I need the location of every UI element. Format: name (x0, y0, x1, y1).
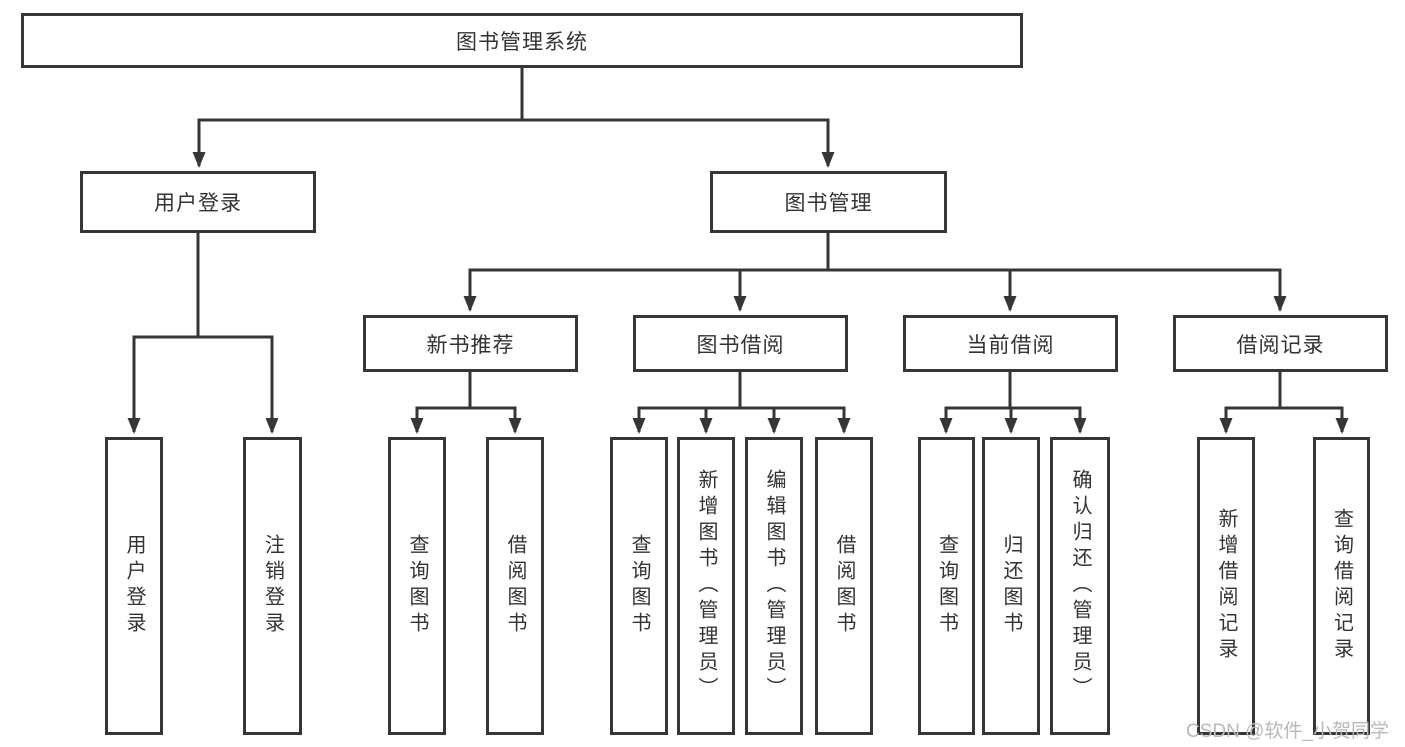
node-book-borrowing: 图书借阅 (633, 315, 848, 372)
node-book-management: 图书管理 (710, 171, 947, 233)
leaf-borrow-edit-books-admin: 编辑图书（管理员） (745, 437, 803, 735)
node-library-management-system: 图书管理系统 (21, 13, 1023, 68)
leaf-logout: 注销登录 (243, 437, 302, 735)
leaf-borrow-query-books: 查询图书 (610, 437, 668, 735)
leaf-current-confirm-return-admin: 确认归还（管理员） (1050, 437, 1110, 735)
leaf-current-return-books: 归还图书 (982, 437, 1040, 735)
leaf-user-login: 用户登录 (105, 437, 163, 735)
node-new-book-recommend: 新书推荐 (363, 315, 578, 372)
leaf-newbook-query-books: 查询图书 (388, 437, 446, 735)
leaf-borrow-borrow-books: 借阅图书 (815, 437, 873, 735)
leaf-record-query-borrow-record: 查询借阅记录 (1313, 437, 1370, 735)
node-borrowing-records: 借阅记录 (1173, 315, 1388, 372)
leaf-record-add-borrow-record: 新增借阅记录 (1197, 437, 1255, 735)
leaf-current-query-books: 查询图书 (918, 437, 975, 735)
node-current-borrowing: 当前借阅 (903, 315, 1118, 372)
node-user-login: 用户登录 (80, 171, 316, 233)
leaf-newbook-borrow-books: 借阅图书 (486, 437, 544, 735)
csdn-watermark: CSDN @软件_小贺同学 (1186, 721, 1389, 742)
leaf-borrow-add-books-admin: 新增图书（管理员） (677, 437, 735, 735)
